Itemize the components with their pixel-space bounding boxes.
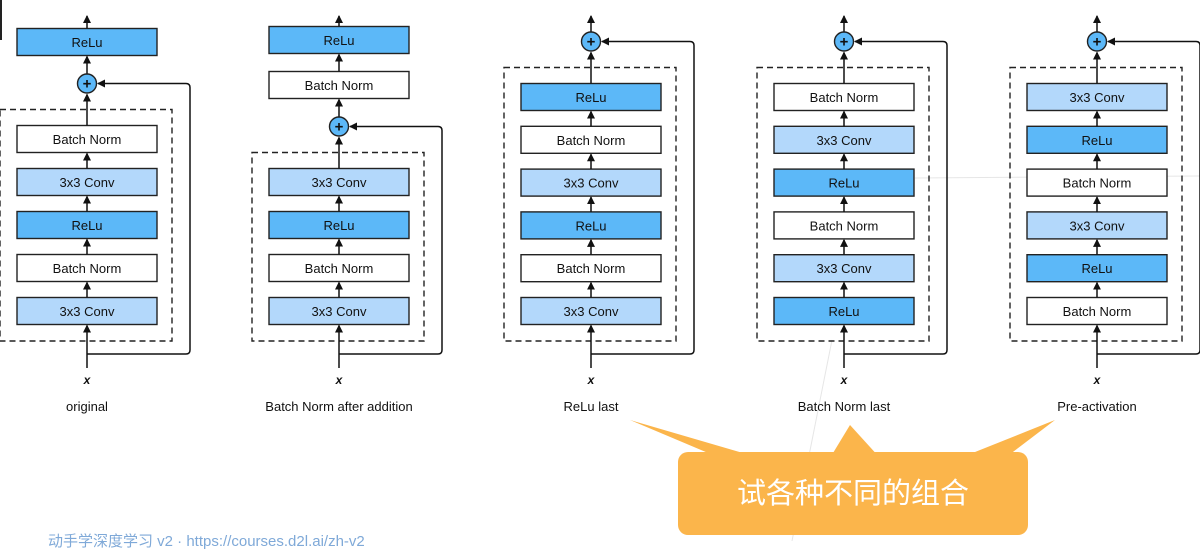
callout-bubble	[630, 420, 1055, 535]
layer-label: Batch Norm	[557, 261, 626, 276]
layer-label: ReLu	[828, 176, 859, 191]
skip-connection-arrow	[591, 37, 695, 355]
layer-label: 3x3 Conv	[1070, 218, 1125, 233]
plus-icon: +	[335, 119, 344, 136]
skip-connection-arrow	[844, 37, 948, 355]
layer-block	[16, 167, 158, 197]
layer-label: Batch Norm	[305, 261, 374, 276]
layer-label: ReLu	[1081, 133, 1112, 148]
add-node	[328, 116, 350, 137]
layer-block	[16, 124, 158, 154]
variant-caption: Batch Norm last	[798, 399, 891, 414]
layer-label: 3x3 Conv	[312, 175, 367, 190]
skip-connection-arrow	[1097, 37, 1200, 355]
layer-label: Batch Norm	[557, 133, 626, 148]
layer-label: Batch Norm	[53, 261, 122, 276]
input-label: x	[83, 373, 92, 387]
layer-label: Batch Norm	[53, 132, 122, 147]
layer-block	[773, 125, 915, 155]
plus-icon: +	[587, 34, 596, 51]
add-node	[580, 31, 602, 52]
layer-block	[520, 125, 662, 155]
add-node	[1086, 31, 1108, 52]
layer-block	[268, 25, 410, 55]
layer-label: Batch Norm	[810, 218, 879, 233]
input-label: x	[587, 373, 596, 387]
add-node	[76, 73, 98, 94]
skip-connection-arrow	[339, 122, 443, 355]
layer-label: ReLu	[71, 35, 102, 50]
layer-label: 3x3 Conv	[312, 304, 367, 319]
layer-label: ReLu	[575, 218, 606, 233]
layer-block	[1026, 168, 1168, 197]
variant-caption: ReLu last	[564, 399, 619, 414]
layer-block	[16, 253, 158, 283]
layer-label: Batch Norm	[1063, 176, 1132, 191]
plus-icon: +	[1093, 34, 1102, 51]
residual-block-boundary	[0, 108, 173, 342]
layer-label: ReLu	[71, 218, 102, 233]
layer-label: ReLu	[323, 33, 354, 48]
layer-block	[1026, 296, 1168, 326]
layer-label: 3x3 Conv	[564, 304, 619, 319]
layer-label: Batch Norm	[305, 78, 374, 93]
layer-block	[1026, 211, 1168, 240]
layer-block	[520, 253, 662, 283]
variant-caption: Batch Norm after addition	[265, 399, 412, 414]
skip-connection-arrow	[87, 79, 191, 355]
input-label: x	[335, 373, 344, 387]
layer-block	[16, 210, 158, 240]
layer-label: 3x3 Conv	[60, 304, 115, 319]
layer-block	[268, 210, 410, 240]
residual-block-boundary	[756, 66, 930, 342]
variant-caption: original	[66, 399, 108, 414]
input-label: x	[1093, 373, 1102, 387]
layer-block	[773, 82, 915, 112]
residual-block-boundary	[1009, 66, 1183, 342]
layer-label: ReLu	[828, 304, 859, 319]
layer-label: 3x3 Conv	[1070, 90, 1125, 105]
plus-icon: +	[840, 34, 849, 51]
add-node	[833, 31, 855, 52]
layer-block	[268, 253, 410, 283]
layer-label: ReLu	[1081, 261, 1112, 276]
variant-caption: Pre-activation	[1057, 399, 1136, 414]
layer-block	[16, 27, 158, 57]
layer-label: ReLu	[323, 218, 354, 233]
layer-block	[16, 296, 158, 326]
residual-block-boundary	[503, 66, 677, 342]
input-label: x	[840, 373, 849, 387]
residual-block-boundary	[251, 151, 425, 342]
layer-block	[520, 211, 662, 240]
callout-text: 试各种不同的组合	[736, 476, 969, 510]
layer-block	[268, 296, 410, 326]
layer-block	[773, 168, 915, 197]
layer-block	[268, 167, 410, 197]
layer-label: 3x3 Conv	[564, 176, 619, 191]
plus-icon: +	[83, 76, 92, 93]
layer-label: 3x3 Conv	[817, 133, 872, 148]
layer-label: Batch Norm	[810, 90, 879, 105]
layer-block	[520, 296, 662, 326]
layer-label: 3x3 Conv	[817, 261, 872, 276]
layer-label: 3x3 Conv	[60, 175, 115, 190]
layer-label: Batch Norm	[1063, 304, 1132, 319]
layer-block	[520, 168, 662, 197]
layer-label: ReLu	[575, 90, 606, 105]
